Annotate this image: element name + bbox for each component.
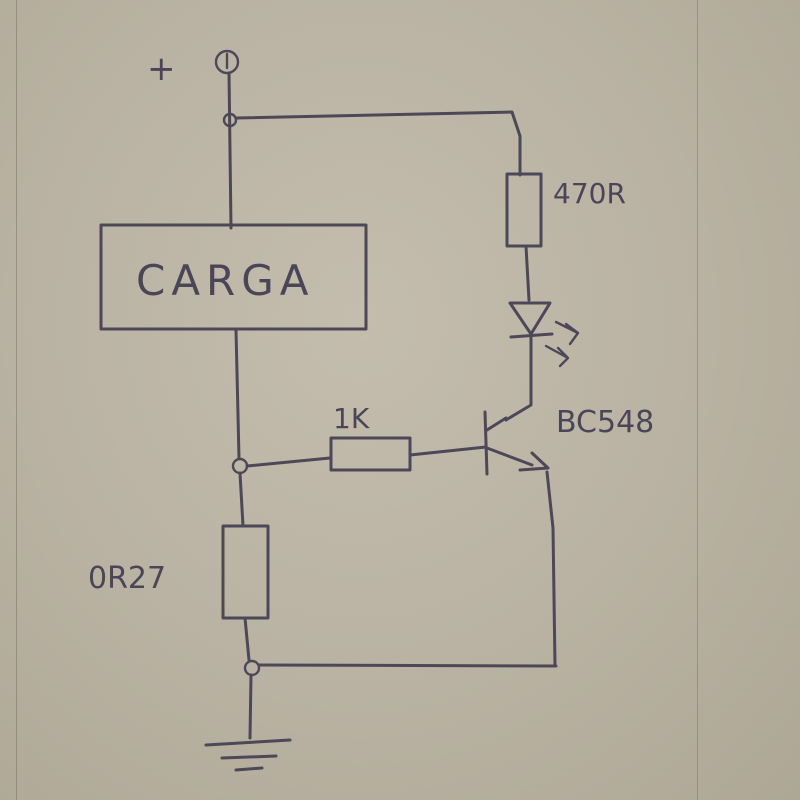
led-light-arrows [544,320,580,368]
wire-emitter-to-ground [545,470,557,668]
supply-plus-label: + [147,49,176,89]
label-470r: 470R [553,177,626,210]
resistor-1k [329,436,412,472]
label-0r27: 0R27 [88,561,166,596]
transistor-base-bar [483,410,489,476]
load-box [99,223,368,331]
wire-1k-to-base [408,445,488,457]
label-1k: 1K [333,402,370,435]
resistor-470r [505,172,543,248]
transistor-emitter-arrow [518,451,550,472]
supply-terminal [214,49,240,75]
transistor-emitter [485,446,534,467]
wire-led-to-collector [504,335,533,422]
wire-load-to-sense-node [234,328,241,460]
ground-icon [204,738,292,772]
wire-to-ground-symbol [248,673,253,740]
wire-sense-to-0r27 [238,471,245,528]
ground-junction [243,659,261,677]
transistor-collector [485,416,508,432]
resistor-0r27 [221,524,270,620]
paper-sheet [16,0,698,800]
wire-470r-to-led [524,244,531,302]
wire-0r27-to-ground-node [243,616,251,662]
label-bc548: BC548 [556,405,654,440]
supply-junction [222,112,238,128]
led-symbol [508,301,554,339]
top-rail-wire [234,110,522,177]
sense-junction [231,457,249,475]
wire-sense-to-base-resistor [245,456,332,468]
ground-rail [257,663,558,668]
supply-wire-vertical [227,71,233,230]
load-label: CARGA [136,256,315,305]
